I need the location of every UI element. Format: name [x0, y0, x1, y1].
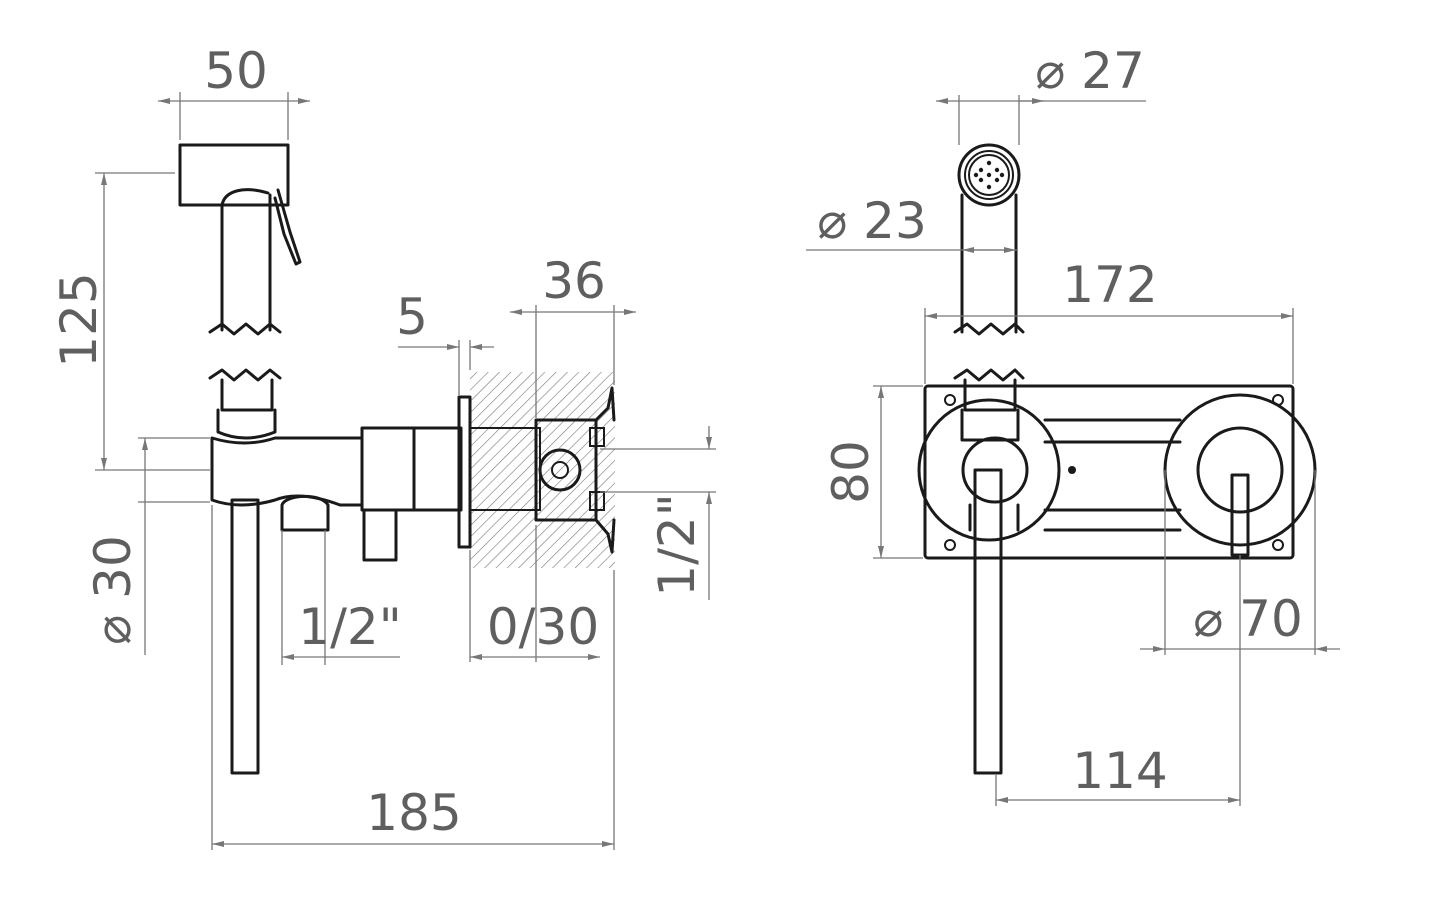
front-lever [973, 468, 1003, 775]
dim-flange: 5 [396, 288, 428, 346]
hose-upper [960, 193, 1018, 334]
handset-head [178, 143, 302, 382]
valve-handle [1230, 473, 1250, 557]
dim-wall-adjust: 0/30 [487, 598, 599, 656]
hose-section [216, 378, 277, 440]
dim-plate-height: 80 [822, 440, 880, 504]
wall-section [470, 372, 615, 568]
dim-handset-height: 125 [50, 272, 108, 367]
side-view [178, 143, 616, 775]
lever [230, 498, 260, 775]
dim-centres: 114 [1072, 742, 1167, 800]
dim-outlet-thread: 1/2" [298, 598, 401, 656]
dim-overall-length: 185 [366, 784, 461, 842]
back-plate [923, 384, 1295, 560]
holder-rosette [917, 398, 1061, 542]
dim-head-diameter: ⌀ 27 [1035, 42, 1145, 100]
dim-handle-width: 50 [204, 42, 268, 100]
front-dimensions: ⌀ 27 ⌀ 23 172 80 ⌀ 70 114 [806, 42, 1340, 806]
front-view [917, 143, 1317, 775]
spray-head [957, 143, 1021, 207]
holder-body [210, 386, 616, 562]
side-dimensions: 50 125 ⌀ 30 1/2" 5 36 0/30 [50, 42, 716, 850]
dim-rosette-diameter: ⌀ 70 [1193, 590, 1303, 648]
dim-box-depth: 36 [542, 252, 606, 310]
dim-hose-diameter: ⌀ 23 [817, 192, 927, 250]
dim-inlet-thread: 1/2" [648, 493, 706, 596]
dim-plate-width: 172 [1062, 256, 1157, 314]
dim-body-diameter: ⌀ 30 [84, 535, 142, 645]
